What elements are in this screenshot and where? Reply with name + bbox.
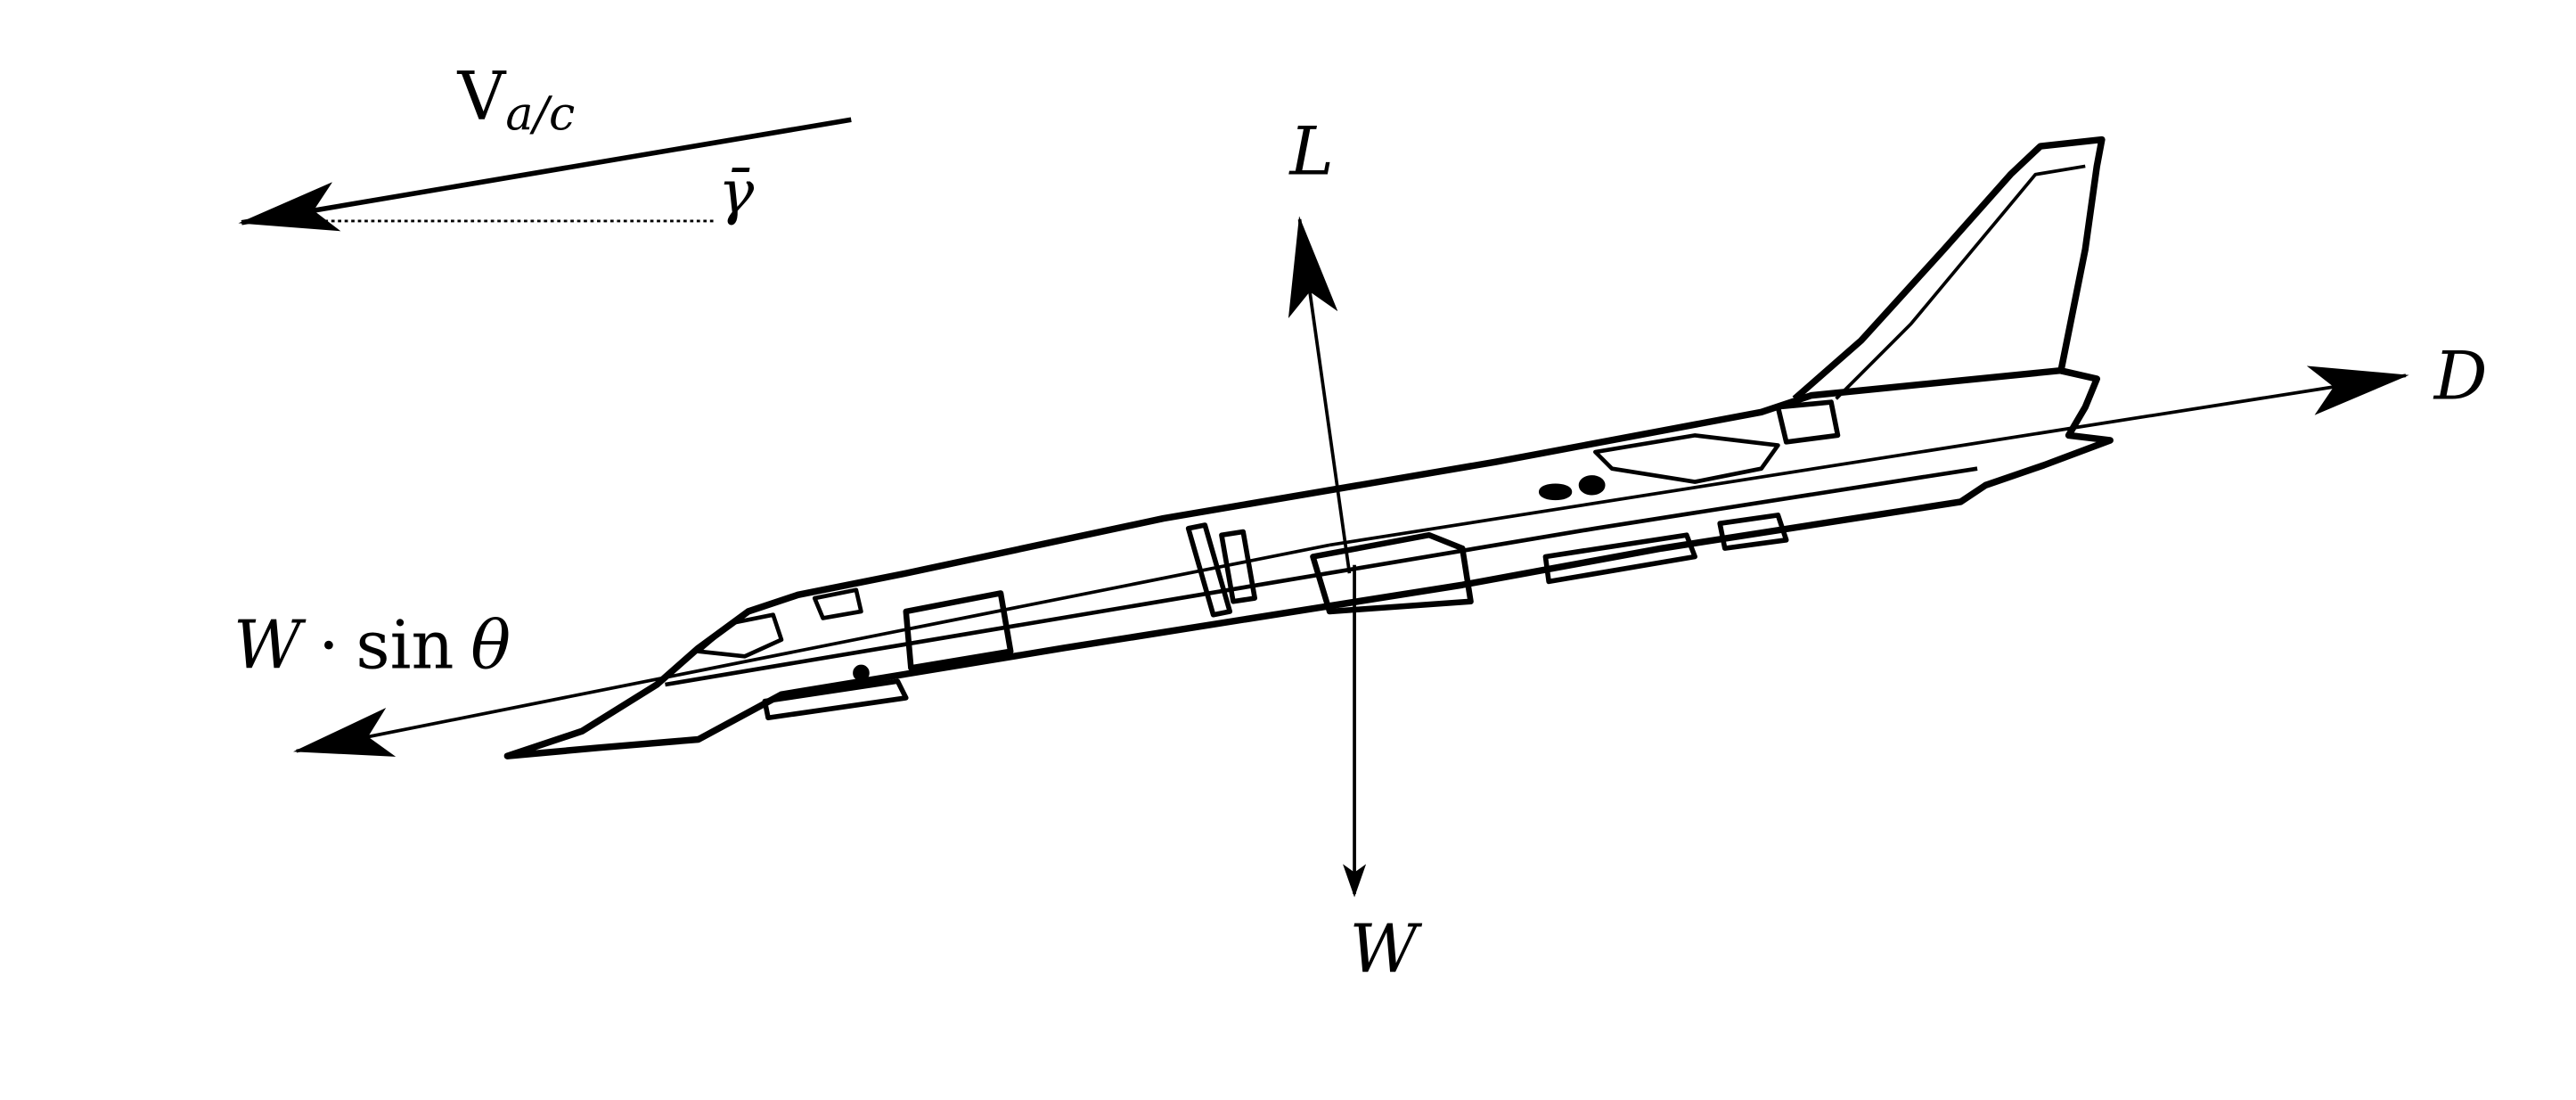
body-axis-forces: D W · sin θ	[233, 337, 2488, 757]
velocity-vector: Va/c γ̄	[238, 58, 852, 232]
aircraft-outline	[503, 135, 2114, 759]
svg-text:Va/c: Va/c	[456, 58, 575, 141]
weight-vector: W	[1343, 564, 1422, 988]
lift-vector: L	[1288, 113, 1352, 574]
drag-label: D	[2433, 337, 2488, 415]
flight-path-angle-label: γ̄	[718, 158, 755, 227]
lift-label: L	[1288, 113, 1334, 191]
weight-label: W	[1349, 910, 1422, 988]
weight-component-label: W · sin θ	[233, 606, 511, 684]
